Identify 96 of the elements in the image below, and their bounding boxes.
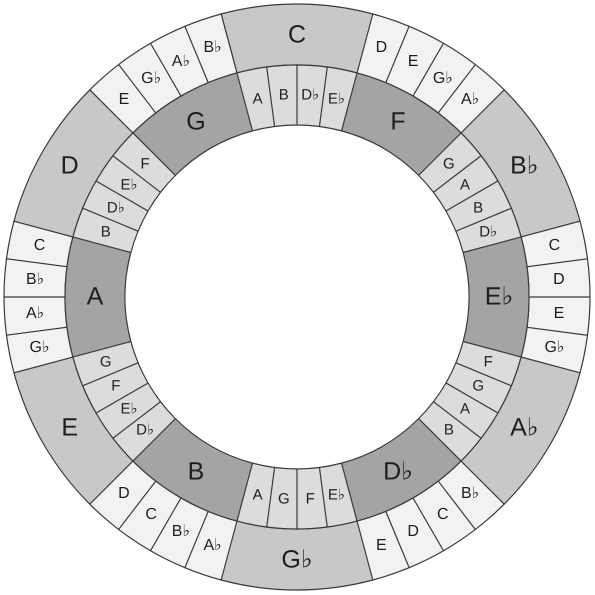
ring-segment: [266, 64, 298, 128]
note-label: C: [145, 507, 157, 524]
note-label: F: [111, 378, 120, 394]
ring-segment: [356, 510, 410, 581]
note-label: A♭: [460, 92, 480, 108]
ring-segment: [432, 155, 499, 212]
ring-segment: [3, 258, 68, 298]
note-label: A♭: [204, 538, 222, 554]
note-label: C: [34, 238, 46, 254]
note-label: E: [376, 538, 387, 554]
ring-segment: [460, 356, 581, 505]
note-label: B♭: [460, 486, 480, 502]
ring-segment: [418, 132, 482, 193]
note-label: D: [118, 486, 130, 502]
note-label: D♭: [301, 88, 320, 103]
note-label: G♭: [141, 70, 162, 87]
ring-segment: [318, 462, 358, 528]
ring-segment: [5, 326, 74, 374]
ring-segment: [266, 466, 298, 530]
note-label: G♭: [544, 340, 564, 356]
note-label: E: [118, 92, 130, 108]
note-label: E: [408, 54, 418, 70]
note-label: F: [390, 110, 406, 135]
note-label: B♭: [172, 524, 190, 540]
note-label: D♭: [106, 200, 125, 216]
note-label: E: [554, 306, 564, 322]
note-label: G: [186, 110, 206, 135]
note-label: A♭: [172, 54, 190, 70]
note-label: B: [444, 422, 454, 438]
note-label: F: [140, 156, 150, 172]
ring-segment: [5, 220, 74, 268]
note-label: G♭: [281, 547, 313, 572]
note-label: A: [252, 91, 263, 106]
note-label: B: [100, 224, 111, 240]
ring-segment: [89, 460, 157, 531]
ring-segment: [64, 236, 132, 358]
ring-segment: [112, 132, 176, 193]
note-label: C: [437, 507, 449, 524]
ring-segment: [220, 520, 374, 591]
note-label: B♭: [26, 272, 44, 288]
note-label: D: [376, 40, 388, 56]
note-label: G♭: [432, 70, 453, 87]
note-label: G: [472, 378, 484, 394]
ring-segment: [526, 258, 591, 298]
note-label: B: [188, 459, 204, 484]
ring-segment: [296, 466, 328, 530]
note-label: C: [548, 238, 560, 254]
note-label: E: [61, 416, 78, 441]
ring-segment: [112, 401, 176, 462]
note-label: A: [460, 177, 470, 192]
ring-segment: [520, 326, 589, 374]
ring-segment: [132, 418, 254, 522]
note-label: A♭: [510, 416, 539, 441]
ring-segment: [220, 3, 374, 74]
note-label: E♭: [484, 284, 514, 310]
note-label: E♭: [328, 91, 345, 106]
ring-segment: [3, 296, 68, 336]
note-label: G: [100, 354, 112, 370]
ring-segment: [520, 220, 589, 268]
note-label: B: [473, 200, 484, 216]
note-label: E♭: [328, 488, 345, 503]
ring-segment: [462, 236, 530, 358]
note-label: C: [288, 22, 306, 47]
ring-segment: [95, 382, 162, 439]
note-label: E♭: [120, 402, 138, 417]
note-label: B♭: [510, 153, 539, 178]
ring-segment: [418, 401, 482, 462]
note-label: A♭: [26, 306, 44, 322]
ring-segment: [432, 382, 499, 439]
ring-segment: [132, 72, 254, 176]
note-label: D: [60, 153, 79, 178]
ring-segment: [236, 462, 276, 528]
note-label: G♭: [30, 340, 50, 356]
ring-segment: [318, 66, 358, 132]
note-label: B♭: [204, 40, 222, 56]
ring-segment: [460, 89, 581, 238]
note-label: A: [252, 488, 263, 503]
ring-segment: [236, 66, 276, 132]
note-label: A: [86, 284, 104, 310]
note-label: G: [443, 156, 455, 172]
note-label: A: [460, 402, 470, 417]
ring-segment: [437, 460, 505, 531]
note-label: D♭: [383, 459, 413, 484]
note-label: G: [278, 491, 290, 506]
note-label: B: [278, 88, 289, 103]
note-label: E♭: [120, 177, 138, 192]
note-label: D♭: [479, 224, 498, 240]
note-label: D♭: [136, 422, 154, 438]
ring-segment: [356, 13, 410, 84]
ring-segment: [526, 296, 591, 336]
note-label: F: [484, 354, 493, 370]
note-label: F: [306, 491, 315, 506]
note-label: D: [407, 524, 419, 540]
ring-segment: [95, 155, 162, 212]
ring-segment: [296, 64, 328, 128]
note-label: D: [553, 272, 565, 288]
